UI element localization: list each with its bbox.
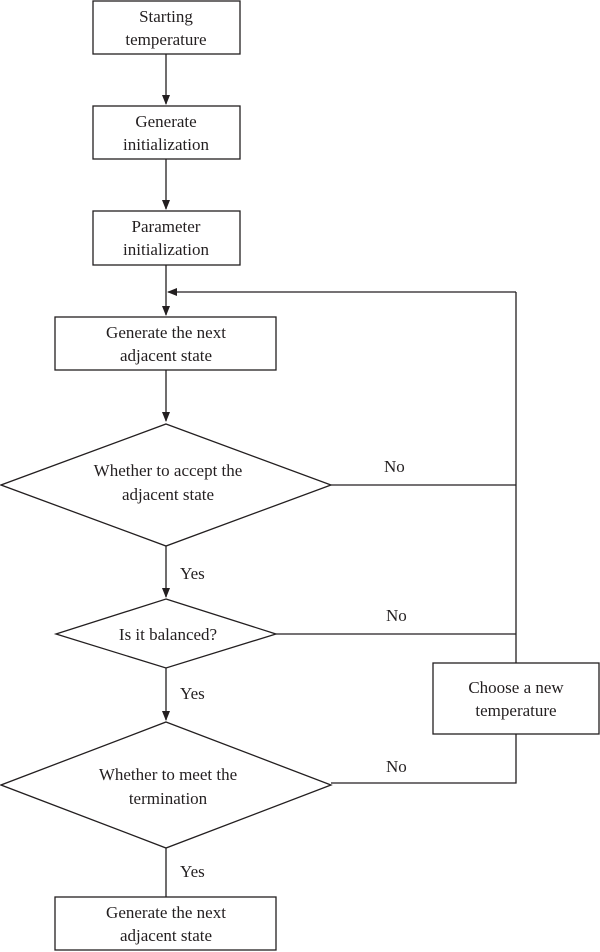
node-generate-next-state-line2: adjacent state [120,346,212,365]
edge-label-balanced-no: No [386,606,407,625]
edge-terminate-no [331,734,517,784]
decision-accept-state-line2: adjacent state [122,485,214,504]
node-generate-initialization-line2: initialization [123,135,209,154]
node-parameter-initialization-line2: initialization [123,240,209,259]
node-generate-initialization-line1: Generate [135,112,196,131]
node-starting-temperature-line1: Starting [139,7,193,26]
decision-meet-termination: Whether to meet the termination [0,721,333,849]
node-generate-next-state: Generate the next adjacent state [54,316,277,371]
node-starting-temperature: Starting temperature [92,0,241,55]
decision-is-balanced-line1: Is it balanced? [119,625,217,644]
edge-label-terminate-no: No [386,757,407,776]
node-parameter-initialization: Parameter initialization [92,210,241,266]
node-choose-new-temperature-line1: Choose a new [468,678,564,697]
node-final-next-state: Generate the next adjacent state [54,896,277,951]
decision-meet-termination-line2: termination [129,789,208,808]
decision-accept-state: Whether to accept the adjacent state [0,423,333,547]
node-final-next-state-line2: adjacent state [120,926,212,945]
node-choose-new-temperature-line2: temperature [475,701,556,720]
edge-label-balanced-yes: Yes [180,684,205,703]
decision-meet-termination-line1: Whether to meet the [99,765,237,784]
edge-label-accept-yes: Yes [180,564,205,583]
node-generate-initialization: Generate initialization [92,105,241,160]
edge-label-terminate-yes: Yes [180,862,205,881]
node-parameter-initialization-line1: Parameter [132,217,201,236]
decision-is-balanced: Is it balanced? [53,598,279,669]
node-starting-temperature-line2: temperature [125,30,206,49]
edge-label-accept-no: No [384,457,405,476]
decision-accept-state-line1: Whether to accept the [94,461,243,480]
node-generate-next-state-line1: Generate the next [106,323,226,342]
node-final-next-state-line1: Generate the next [106,903,226,922]
node-choose-new-temperature: Choose a new temperature [432,662,600,735]
